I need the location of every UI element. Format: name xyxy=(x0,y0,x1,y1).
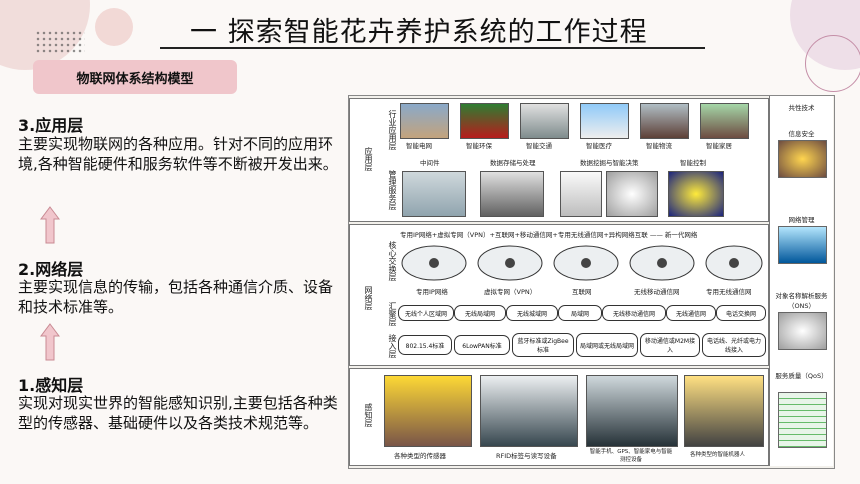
perception-caption: 各种类型的智能机器人 xyxy=(690,452,746,458)
smart-control-image xyxy=(668,171,724,217)
lock-icon xyxy=(778,140,827,178)
common-tech-title: 共性技术 xyxy=(788,104,815,112)
industry-caption: 智能环保 xyxy=(466,142,492,150)
magnifier-icon xyxy=(778,312,827,350)
aggregation-pill: 无线局域网 xyxy=(454,305,506,321)
smart-devices-image xyxy=(586,375,678,447)
core-caption: 专用无线通信网 xyxy=(706,288,752,296)
common-technology-column: 共性技术 信息安全 网络管理 对象名称解析服务（ONS） 服务质量（QoS） xyxy=(769,96,833,466)
core-caption: 专用IP网络 xyxy=(416,288,448,296)
industry-caption: 智能医疗 xyxy=(586,142,612,150)
perception-layer-block: 感知层 各种类型的传感器 RFID标签与读写设备 智能手机、GPS、智能家电与智… xyxy=(349,368,769,466)
aggregation-layer-label: 汇聚层 xyxy=(388,302,397,326)
smart-traffic-image xyxy=(520,103,569,139)
mgmt-caption: 数据存储与处理 xyxy=(490,159,536,167)
network-layer-label: 网络层 xyxy=(364,286,373,310)
smart-home-image xyxy=(700,103,749,139)
industry-caption: 智能物流 xyxy=(646,142,672,150)
perception-caption: 智能手机、GPS、智能家电与智能测控设备 xyxy=(589,449,673,463)
access-pill: 802.15.4标准 xyxy=(398,335,452,355)
industry-layer-label: 行业应用层 xyxy=(388,110,397,150)
network-mgmt-icon xyxy=(778,226,827,264)
aggregation-pill: 无线移动通信网 xyxy=(602,305,666,321)
qos-label: 服务质量（QoS） xyxy=(775,372,828,380)
decor-ring-right xyxy=(805,35,860,92)
page-title: 一 探索智能花卉养护系统的工作过程 xyxy=(190,17,648,48)
decor-circle-small xyxy=(95,8,133,46)
industry-caption: 智能电网 xyxy=(406,142,432,150)
arrow-up-icon xyxy=(40,323,60,361)
smart-logistics-image xyxy=(640,103,689,139)
perception-caption: RFID标签与读写设备 xyxy=(496,452,557,460)
section-badge: 物联网体系结构模型 xyxy=(33,60,237,94)
aggregation-pill: 电话交换网 xyxy=(716,305,766,321)
perception-caption: 各种类型的传感器 xyxy=(394,452,446,460)
core-caption: 虚拟专网（VPN） xyxy=(484,288,537,296)
access-pill: 移动通信或M2M接入 xyxy=(640,333,700,357)
ons-label: 对象名称解析服务（ONS） xyxy=(775,292,828,310)
app-layer-body: 主要实现物联网的各种应用。针对不同的应用环境,各种智能硬件和服务软件等不断被开发… xyxy=(18,135,338,173)
data-storage-image xyxy=(480,171,544,217)
application-layer-block: 应用层 行业应用层 管理服务层 智能电网 智能环保 智能交通 智能医疗 智能物流… xyxy=(349,98,769,222)
perception-layer-label: 感知层 xyxy=(364,403,373,427)
info-security-label: 信息安全 xyxy=(788,130,815,138)
core-banner: 专用IP网络+虚拟专网（VPN）+互联网+移动通信网+专用无线通信网+异构网络互… xyxy=(400,231,698,239)
smart-environment-image xyxy=(460,103,509,139)
app-layer-heading: 3.应用层 xyxy=(18,116,84,135)
network-layer-heading: 2.网络层 xyxy=(18,260,84,279)
perception-layer-heading: 1.感知层 xyxy=(18,376,84,395)
core-layer-label: 核心交换层 xyxy=(388,241,397,281)
mgmt-caption: 数据挖掘与智能决策 xyxy=(580,159,639,167)
network-mgmt-label: 网络管理 xyxy=(788,216,815,224)
aggregation-pill: 无线城域网 xyxy=(506,305,558,321)
aggregation-pill: 局域网 xyxy=(558,305,602,321)
decor-dots xyxy=(35,30,85,54)
aggregation-pill: 无线个人区域网 xyxy=(398,305,454,321)
mgmt-caption: 中间件 xyxy=(420,159,440,167)
network-clouds-graphic xyxy=(401,245,763,281)
iot-architecture-figure: 应用层 行业应用层 管理服务层 智能电网 智能环保 智能交通 智能医疗 智能物流… xyxy=(348,95,835,469)
data-mining-image xyxy=(560,171,602,217)
core-caption: 无线移动通信网 xyxy=(634,288,680,296)
smart-grid-image xyxy=(400,103,449,139)
application-layer-label: 应用层 xyxy=(364,147,373,171)
network-layer-block: 网络层 核心交换层 汇聚层 接入层 专用IP网络+虚拟专网（VPN）+互联网+移… xyxy=(349,224,769,366)
perception-layer-body: 实现对现实世界的智能感知识别,主要包括各种类型的传感器、基础硬件以及各类技术规范… xyxy=(18,394,338,432)
access-pill: 蓝牙标准或ZigBee标准 xyxy=(512,333,574,357)
mgmt-caption: 智能控制 xyxy=(680,159,706,167)
industry-caption: 智能交通 xyxy=(526,142,552,150)
sensors-image xyxy=(384,375,472,447)
qos-chart-icon xyxy=(778,392,827,448)
network-layer-body: 主要实现信息的传输，包括各种通信介质、设备和技术标准等。 xyxy=(18,278,334,316)
arrow-up-icon xyxy=(40,206,60,244)
industry-caption: 智能家居 xyxy=(706,142,732,150)
access-layer-label: 接入层 xyxy=(388,334,397,358)
robots-image xyxy=(684,375,764,447)
mgmt-layer-label: 管理服务层 xyxy=(388,170,397,210)
title-underline xyxy=(160,47,705,49)
decision-image xyxy=(606,171,658,217)
access-pill: 局域网或无线局域网 xyxy=(576,333,638,357)
access-pill: 电话线、光纤或电力线接入 xyxy=(702,333,766,357)
smart-medical-image xyxy=(580,103,629,139)
rfid-image xyxy=(480,375,578,447)
middleware-image xyxy=(402,171,466,217)
aggregation-pill: 无线通信网 xyxy=(666,305,716,321)
core-caption: 互联网 xyxy=(572,288,592,296)
access-pill: 6LowPAN标准 xyxy=(454,335,510,355)
